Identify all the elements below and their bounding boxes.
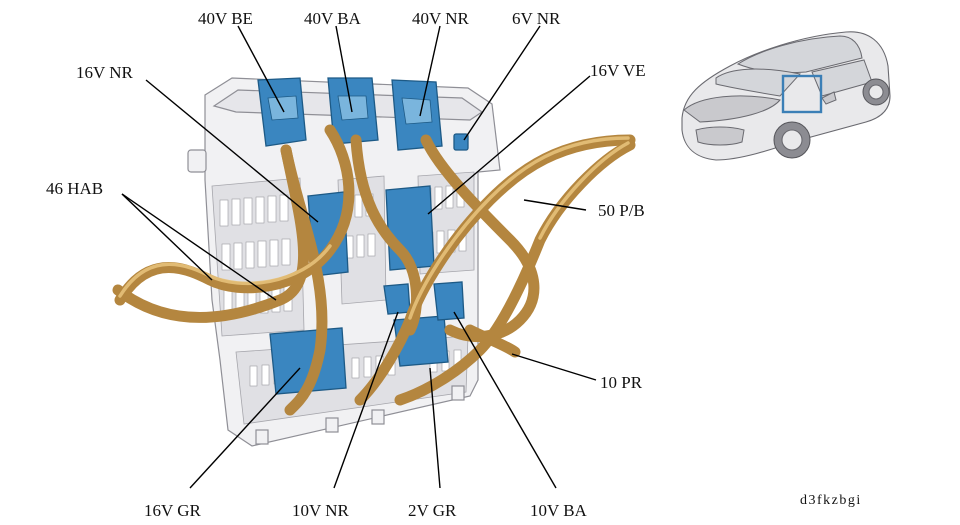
connector-10v-ba xyxy=(433,281,465,321)
label-46-hab: 46 HAB xyxy=(46,179,103,198)
label-16v-ve: 16V VE xyxy=(590,61,646,80)
diagram-reference-code: d3fkzbgi xyxy=(800,493,862,508)
label-40v-nr: 40V NR xyxy=(412,9,469,28)
connector-40v-nr xyxy=(391,79,443,151)
leader-lines xyxy=(121,25,597,489)
wiring-harness xyxy=(112,124,636,416)
label-10v-nr: 10V NR xyxy=(292,501,349,520)
callout-labels: 40V BE 40V BA 40V NR 6V NR 16V NR 16V VE… xyxy=(46,9,646,520)
fuse-box-location-marker xyxy=(781,74,823,114)
car-locator-illustration xyxy=(681,31,891,161)
connector-40v-be xyxy=(257,77,307,147)
label-16v-gr: 16V GR xyxy=(144,501,201,520)
label-50-pb: 50 P/B xyxy=(598,201,645,220)
label-2v-gr: 2V GR xyxy=(408,501,457,520)
connector-40v-ba xyxy=(327,77,379,145)
label-16v-nr: 16V NR xyxy=(76,63,133,82)
label-40v-be: 40V BE xyxy=(198,9,253,28)
connector-10v-nr xyxy=(383,283,411,315)
label-6v-nr: 6V NR xyxy=(512,9,561,28)
label-10v-ba: 10V BA xyxy=(530,501,588,520)
label-40v-ba: 40V BA xyxy=(304,9,362,28)
label-10-pr: 10 PR xyxy=(600,373,643,392)
